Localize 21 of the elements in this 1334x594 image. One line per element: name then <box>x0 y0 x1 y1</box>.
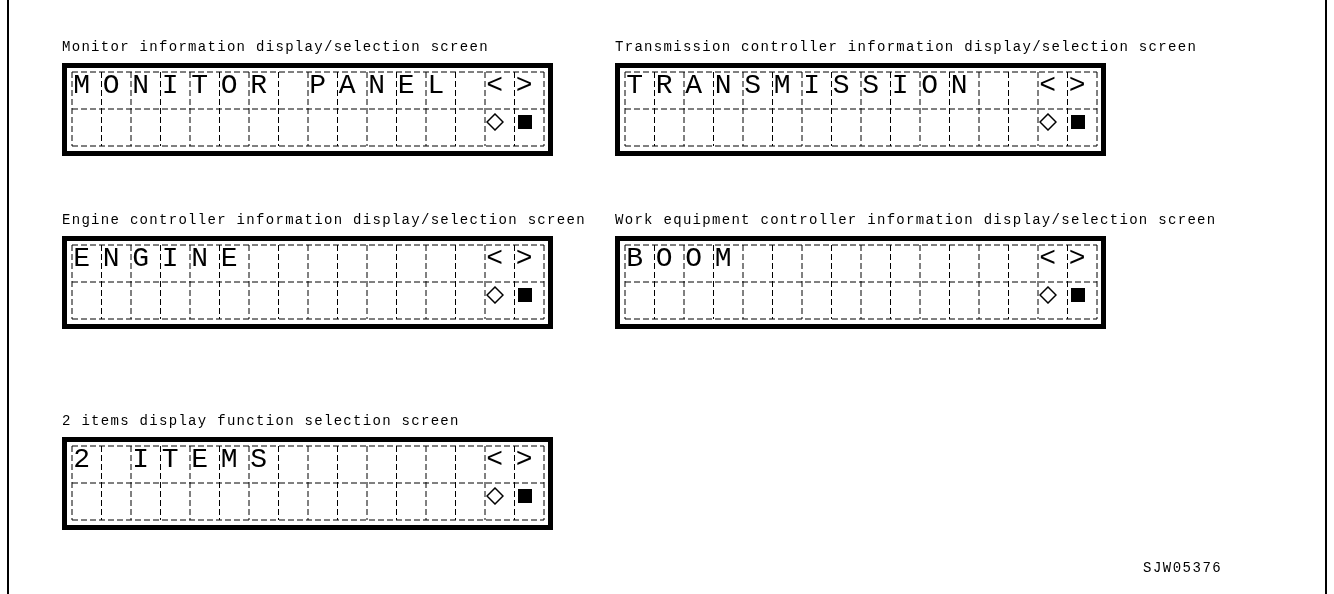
cursor-symbol: > <box>515 443 546 477</box>
cursor-symbol: > <box>515 242 546 276</box>
screen-heading: Transmission controller information display/selection screen <box>615 38 1198 56</box>
cursor-symbol: < <box>486 443 516 477</box>
display-text: 2 ITEMS <box>73 443 280 477</box>
display-text: ENGINE <box>73 242 251 276</box>
cursor-symbol: < <box>1039 69 1069 103</box>
display-text: TRANSMISSION <box>626 69 981 103</box>
cursor-symbol: > <box>1068 69 1099 103</box>
screen-heading: Engine controller information display/selection screen <box>62 211 586 229</box>
display-text: BOOM <box>626 242 745 276</box>
screen-heading: Work equipment controller information display/selection screen <box>615 211 1217 229</box>
cursor-symbol: > <box>1068 242 1099 276</box>
screen-heading: Monitor information display/selection screen <box>62 38 489 56</box>
cursor-symbol: < <box>1039 242 1069 276</box>
cursor-symbol: < <box>486 69 516 103</box>
screen-heading: 2 items display function selection screen <box>62 412 460 430</box>
cursor-symbol: < <box>486 242 516 276</box>
cursor-symbol: > <box>515 69 546 103</box>
display-text: MONITOR PANEL <box>73 69 457 103</box>
drawing-number: SJW05376 <box>1143 560 1223 576</box>
